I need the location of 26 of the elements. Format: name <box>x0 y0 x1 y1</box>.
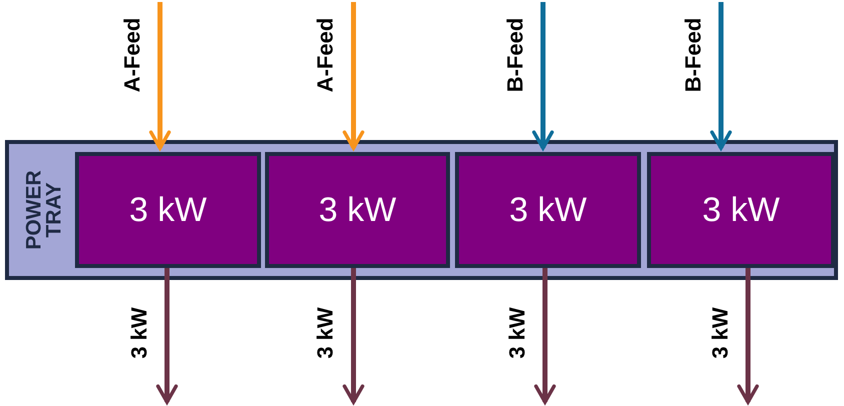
edge-label: A-Feed <box>312 18 338 92</box>
power-rating: 3 kW <box>509 190 587 230</box>
arrow <box>534 268 556 404</box>
power-rating: 3 kW <box>702 190 780 230</box>
arrow <box>342 268 364 404</box>
power-rating: 3 kW <box>318 190 396 230</box>
edge-label: B-Feed <box>680 18 706 92</box>
edge-label: 3 kW <box>126 307 152 359</box>
arrow <box>710 2 732 150</box>
edge-label: B-Feed <box>502 18 528 92</box>
arrow <box>532 2 554 150</box>
edge-label: A-Feed <box>118 18 145 92</box>
edge-label: 3 kW <box>312 307 339 359</box>
power-tray-panel <box>5 140 838 280</box>
power-module-box <box>265 152 450 268</box>
power-module-box <box>455 152 641 268</box>
arrow <box>149 2 171 150</box>
arrow <box>737 268 759 404</box>
arrow <box>342 2 364 150</box>
power-rating: 3 kW <box>129 190 207 230</box>
power-module-box <box>75 152 261 268</box>
arrow <box>156 268 178 404</box>
power-module-box <box>647 152 835 268</box>
edge-label: 3 kW <box>504 307 530 359</box>
tray-title: POWER TRAY <box>25 170 65 250</box>
edge-label: 3 kW <box>707 307 734 359</box>
